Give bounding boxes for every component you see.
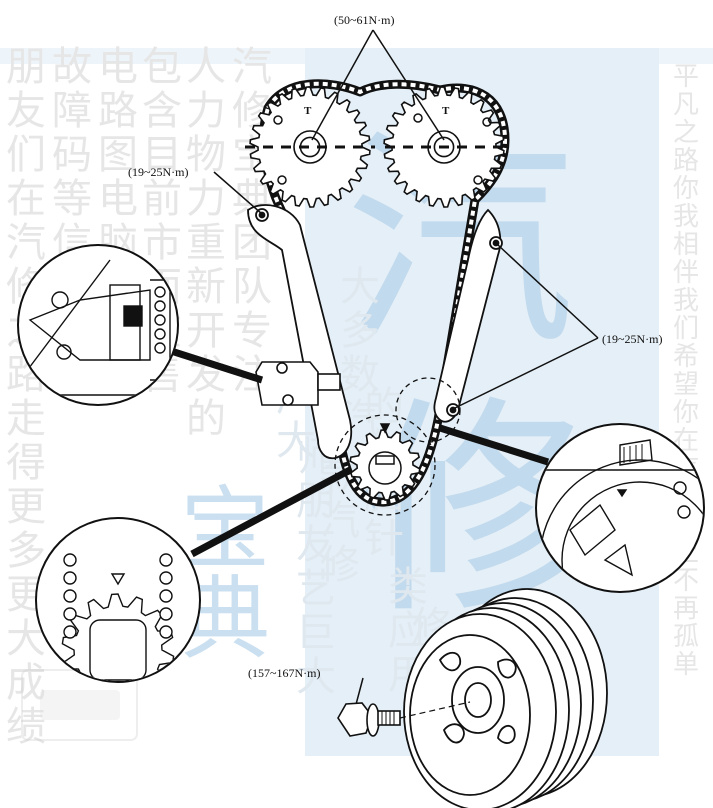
torque-label-crank-bolt: (157~167N·m) xyxy=(248,666,320,680)
chain-guide-right xyxy=(433,208,503,423)
leader-bars xyxy=(166,346,550,558)
callout-circles xyxy=(334,377,461,516)
crank-detail xyxy=(368,423,402,485)
watermark-char-3: 宝 xyxy=(180,477,270,582)
watermark-column-10: 款汽修 xyxy=(320,454,360,588)
sprocket-dots xyxy=(273,113,492,185)
watermark-column-6: 人力物力重新开发的 xyxy=(186,44,226,442)
chain-tensioner xyxy=(255,361,341,406)
detail-crank-sprocket xyxy=(35,517,201,683)
detail-tensioner xyxy=(17,244,179,406)
crankshaft-pulley xyxy=(403,588,608,808)
crank-bolt xyxy=(337,701,471,737)
torque-label-cam-bolts: (50~61N·m) xyxy=(334,13,394,27)
detail-pulley-mark xyxy=(535,423,705,593)
watermark-column-1: 平凡之路你我相伴我们希望你在汽修路上不再孤单 xyxy=(673,62,699,680)
watermark-column-2: 朋友们在汽修之路走得更多更大成绩 xyxy=(6,44,46,750)
watermark-top-strip xyxy=(0,48,713,64)
torque-label-tensioner-guide: (19~25N·m) xyxy=(128,165,188,179)
cam-mark-left: T xyxy=(304,105,312,117)
cam-mark-right: T xyxy=(442,105,450,117)
torque-label-chain-guide: (19~25N·m) xyxy=(602,332,662,346)
leader-lines xyxy=(213,29,599,713)
